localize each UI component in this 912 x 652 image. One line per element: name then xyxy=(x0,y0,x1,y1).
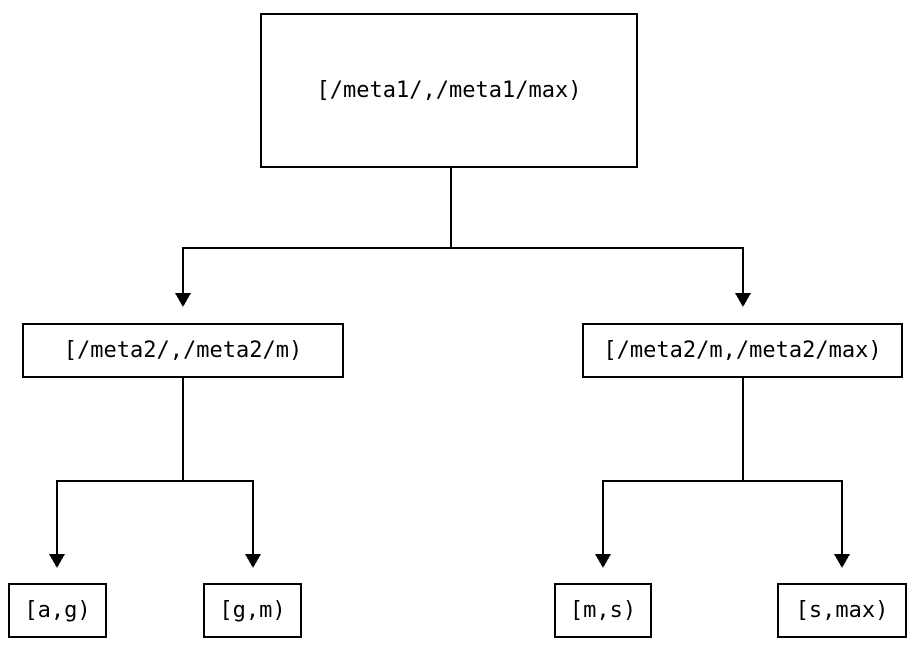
tree-node-leaf-ms: [m,s) xyxy=(554,583,652,638)
tree-node-meta2-left: [/meta2/,/meta2/m) xyxy=(22,323,344,378)
tree-node-root: [/meta1/,/meta1/max) xyxy=(260,13,638,168)
edge-right-to-leaves xyxy=(595,378,850,568)
tree-node-leaf-gm: [g,m) xyxy=(203,583,302,638)
tree-node-leaf-ag: [a,g) xyxy=(8,583,107,638)
tree-node-meta2-right: [/meta2/m,/meta2/max) xyxy=(582,323,903,378)
edge-left-to-leaves xyxy=(49,378,261,568)
tree-node-leaf-smax: [s,max) xyxy=(777,583,907,638)
edge-root-to-children xyxy=(175,168,751,307)
